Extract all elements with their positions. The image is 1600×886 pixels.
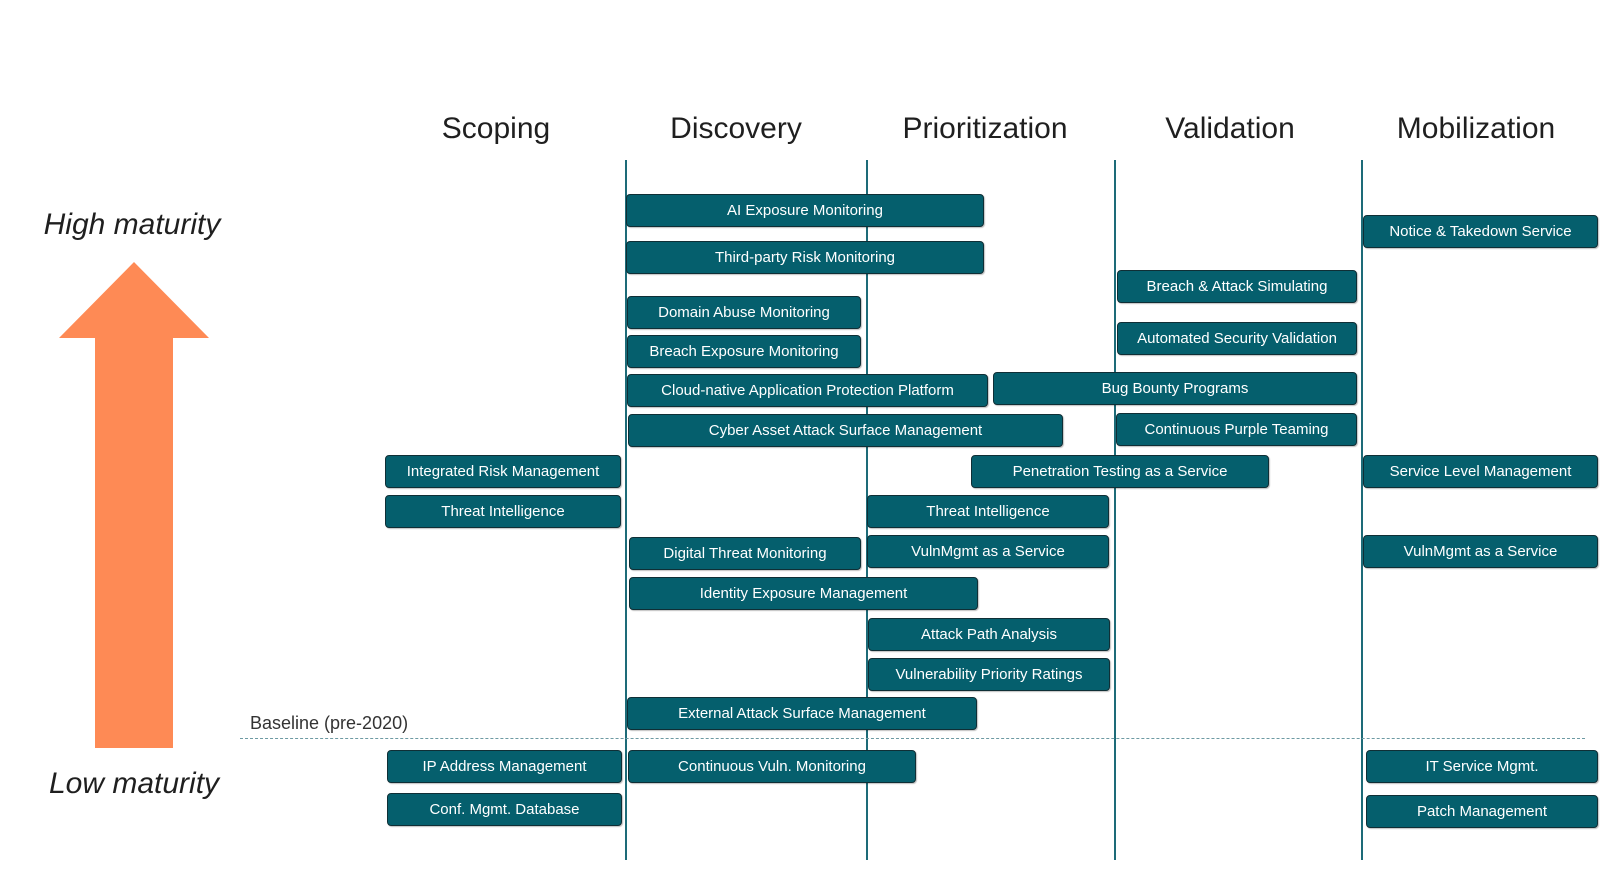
baseline-divider (240, 738, 1585, 739)
capability-box: Threat Intelligence (867, 495, 1109, 528)
capability-box: Integrated Risk Management (385, 455, 621, 488)
capability-box: External Attack Surface Management (627, 697, 977, 730)
capability-box: Conf. Mgmt. Database (387, 793, 622, 826)
divider-validation-mobilization (1361, 160, 1363, 860)
capability-box: Continuous Vuln. Monitoring (628, 750, 916, 783)
capability-box: Third-party Risk Monitoring (626, 241, 984, 274)
capability-box: Identity Exposure Management (629, 577, 978, 610)
capability-box: Breach & Attack Simulating (1117, 270, 1357, 303)
capability-box: Cyber Asset Attack Surface Management (628, 414, 1063, 447)
capability-box: Patch Management (1366, 795, 1598, 828)
capability-box: IP Address Management (387, 750, 622, 783)
capability-box: Automated Security Validation (1117, 322, 1357, 355)
baseline-label: Baseline (pre-2020) (250, 713, 409, 733)
capability-box: Continuous Purple Teaming (1116, 413, 1357, 446)
capability-box: Threat Intelligence (385, 495, 621, 528)
capability-box: Penetration Testing as a Service (971, 455, 1269, 488)
maturity-arrow-icon (59, 262, 209, 748)
capability-box: Digital Threat Monitoring (629, 537, 861, 570)
phase-header-mobilization: Mobilization (1396, 112, 1556, 145)
divider-scoping-discovery (625, 160, 627, 860)
capability-box: Notice & Takedown Service (1363, 215, 1598, 248)
capability-box: IT Service Mgmt. (1366, 750, 1598, 783)
low-maturity-label: Low maturity (48, 767, 220, 800)
capability-box: AI Exposure Monitoring (626, 194, 984, 227)
capability-box: VulnMgmt as a Service (1363, 535, 1598, 568)
capability-box: Vulnerability Priority Ratings (868, 658, 1110, 691)
capability-box: Bug Bounty Programs (993, 372, 1357, 405)
phase-header-scoping: Scoping (441, 112, 551, 145)
capability-box: Breach Exposure Monitoring (627, 335, 861, 368)
capability-box: VulnMgmt as a Service (867, 535, 1109, 568)
capability-box: Cloud-native Application Protection Plat… (627, 374, 988, 407)
capability-box: Domain Abuse Monitoring (627, 296, 861, 329)
phase-header-validation: Validation (1165, 112, 1295, 145)
high-maturity-label: High maturity (43, 208, 221, 241)
capability-box: Attack Path Analysis (868, 618, 1110, 651)
phase-header-prioritization: Prioritization (902, 112, 1068, 145)
divider-prioritization-validation (1114, 160, 1116, 860)
capability-box: Service Level Management (1363, 455, 1598, 488)
phase-header-discovery: Discovery (670, 112, 802, 145)
